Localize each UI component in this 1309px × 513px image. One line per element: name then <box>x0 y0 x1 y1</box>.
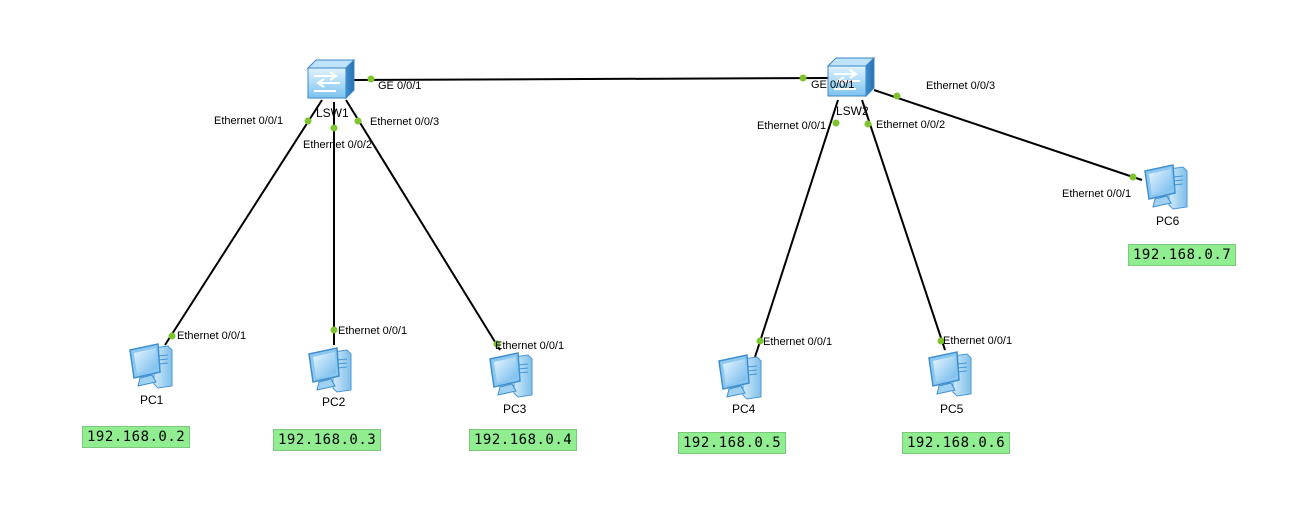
pc-icon-pc4[interactable] <box>718 354 762 400</box>
port-dot-pc1[interactable] <box>168 332 176 340</box>
pc-icon-pc5[interactable] <box>928 351 972 397</box>
ip-address-pc4: 192.168.0.5 <box>678 432 787 454</box>
link-lsw2-pc4[interactable] <box>754 99 839 358</box>
switch-label-lsw2: LSW2 <box>836 104 869 118</box>
port-label-lsw2: Ethernet 0/0/1 <box>757 120 826 132</box>
pc-icon-pc3[interactable] <box>489 352 533 398</box>
port-label-lsw1: Ethernet 0/0/1 <box>214 115 283 127</box>
link-lsw1-pc1[interactable] <box>164 99 323 346</box>
pc-label-pc1: PC1 <box>140 393 164 407</box>
port-label-pc2: Ethernet 0/0/1 <box>338 325 407 337</box>
port-label-lsw2: GE 0/0/1 <box>811 79 854 91</box>
pc-label-pc2: PC2 <box>322 395 346 409</box>
port-dot-lsw1[interactable] <box>330 124 338 132</box>
port-dot-lsw2[interactable] <box>864 120 872 128</box>
port-dot-pc5[interactable] <box>937 337 945 345</box>
pc-icon-pc6[interactable] <box>1144 164 1188 210</box>
port-dot-lsw1[interactable] <box>367 75 375 83</box>
port-dot-lsw2[interactable] <box>893 92 901 100</box>
pc-label-pc5: PC5 <box>940 402 964 416</box>
link-lsw2-pc5[interactable] <box>861 99 946 351</box>
port-dot-lsw1[interactable] <box>354 117 362 125</box>
port-label-pc6: Ethernet 0/0/1 <box>1062 188 1131 200</box>
ip-address-pc1: 192.168.0.2 <box>82 426 191 448</box>
pc-icon-pc1[interactable] <box>129 343 173 389</box>
pc-label-pc4: PC4 <box>732 402 756 416</box>
port-label-pc4: Ethernet 0/0/1 <box>763 336 832 348</box>
port-label-pc1: Ethernet 0/0/1 <box>177 330 246 342</box>
port-dot-lsw2[interactable] <box>799 74 807 82</box>
port-dot-pc4[interactable] <box>756 337 764 345</box>
switch-label-lsw1: LSW1 <box>316 106 349 120</box>
port-label-pc5: Ethernet 0/0/1 <box>943 335 1012 347</box>
links-layer <box>164 77 1143 358</box>
pc-icon-pc2[interactable] <box>308 347 352 393</box>
pc-label-pc3: PC3 <box>503 402 527 416</box>
port-dot-pc3[interactable] <box>493 340 501 348</box>
link-lsw2-pc6[interactable] <box>873 89 1143 181</box>
ip-address-pc3: 192.168.0.4 <box>469 429 578 451</box>
link-lsw1-pc3[interactable] <box>345 99 501 351</box>
ip-address-pc6: 192.168.0.7 <box>1128 244 1237 266</box>
port-label-lsw1: GE 0/0/1 <box>378 80 421 92</box>
link-lsw1-lsw2[interactable] <box>351 77 831 81</box>
switch-icon-lsw1[interactable] <box>307 59 355 99</box>
port-label-lsw2: Ethernet 0/0/3 <box>926 80 995 92</box>
port-label-lsw1: Ethernet 0/0/3 <box>370 116 439 128</box>
port-dot-pc2[interactable] <box>330 326 338 334</box>
port-label-lsw1: Ethernet 0/0/2 <box>303 139 372 151</box>
ip-address-pc5: 192.168.0.6 <box>902 432 1011 454</box>
port-dot-lsw1[interactable] <box>304 117 312 125</box>
port-dot-lsw2[interactable] <box>832 119 840 127</box>
ip-address-pc2: 192.168.0.3 <box>273 429 382 451</box>
port-label-lsw2: Ethernet 0/0/2 <box>876 119 945 131</box>
pc-label-pc6: PC6 <box>1156 214 1180 228</box>
port-dot-pc6[interactable] <box>1129 173 1137 181</box>
port-label-pc3: Ethernet 0/0/1 <box>495 340 564 352</box>
